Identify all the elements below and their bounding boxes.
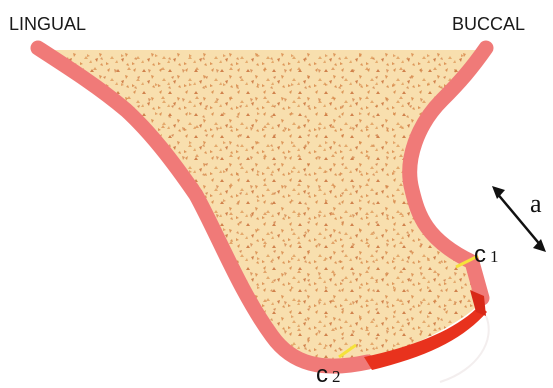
c1-label-subscript: 1 [490,247,499,266]
c2-label-letter: c [316,361,328,388]
buccal-label: BUCCAL [452,14,525,34]
lingual-label: LINGUAL [9,14,86,34]
c2-label-subscript: 2 [332,367,341,386]
c1-label-letter: c [474,241,486,268]
arrow-label: a [530,189,542,218]
